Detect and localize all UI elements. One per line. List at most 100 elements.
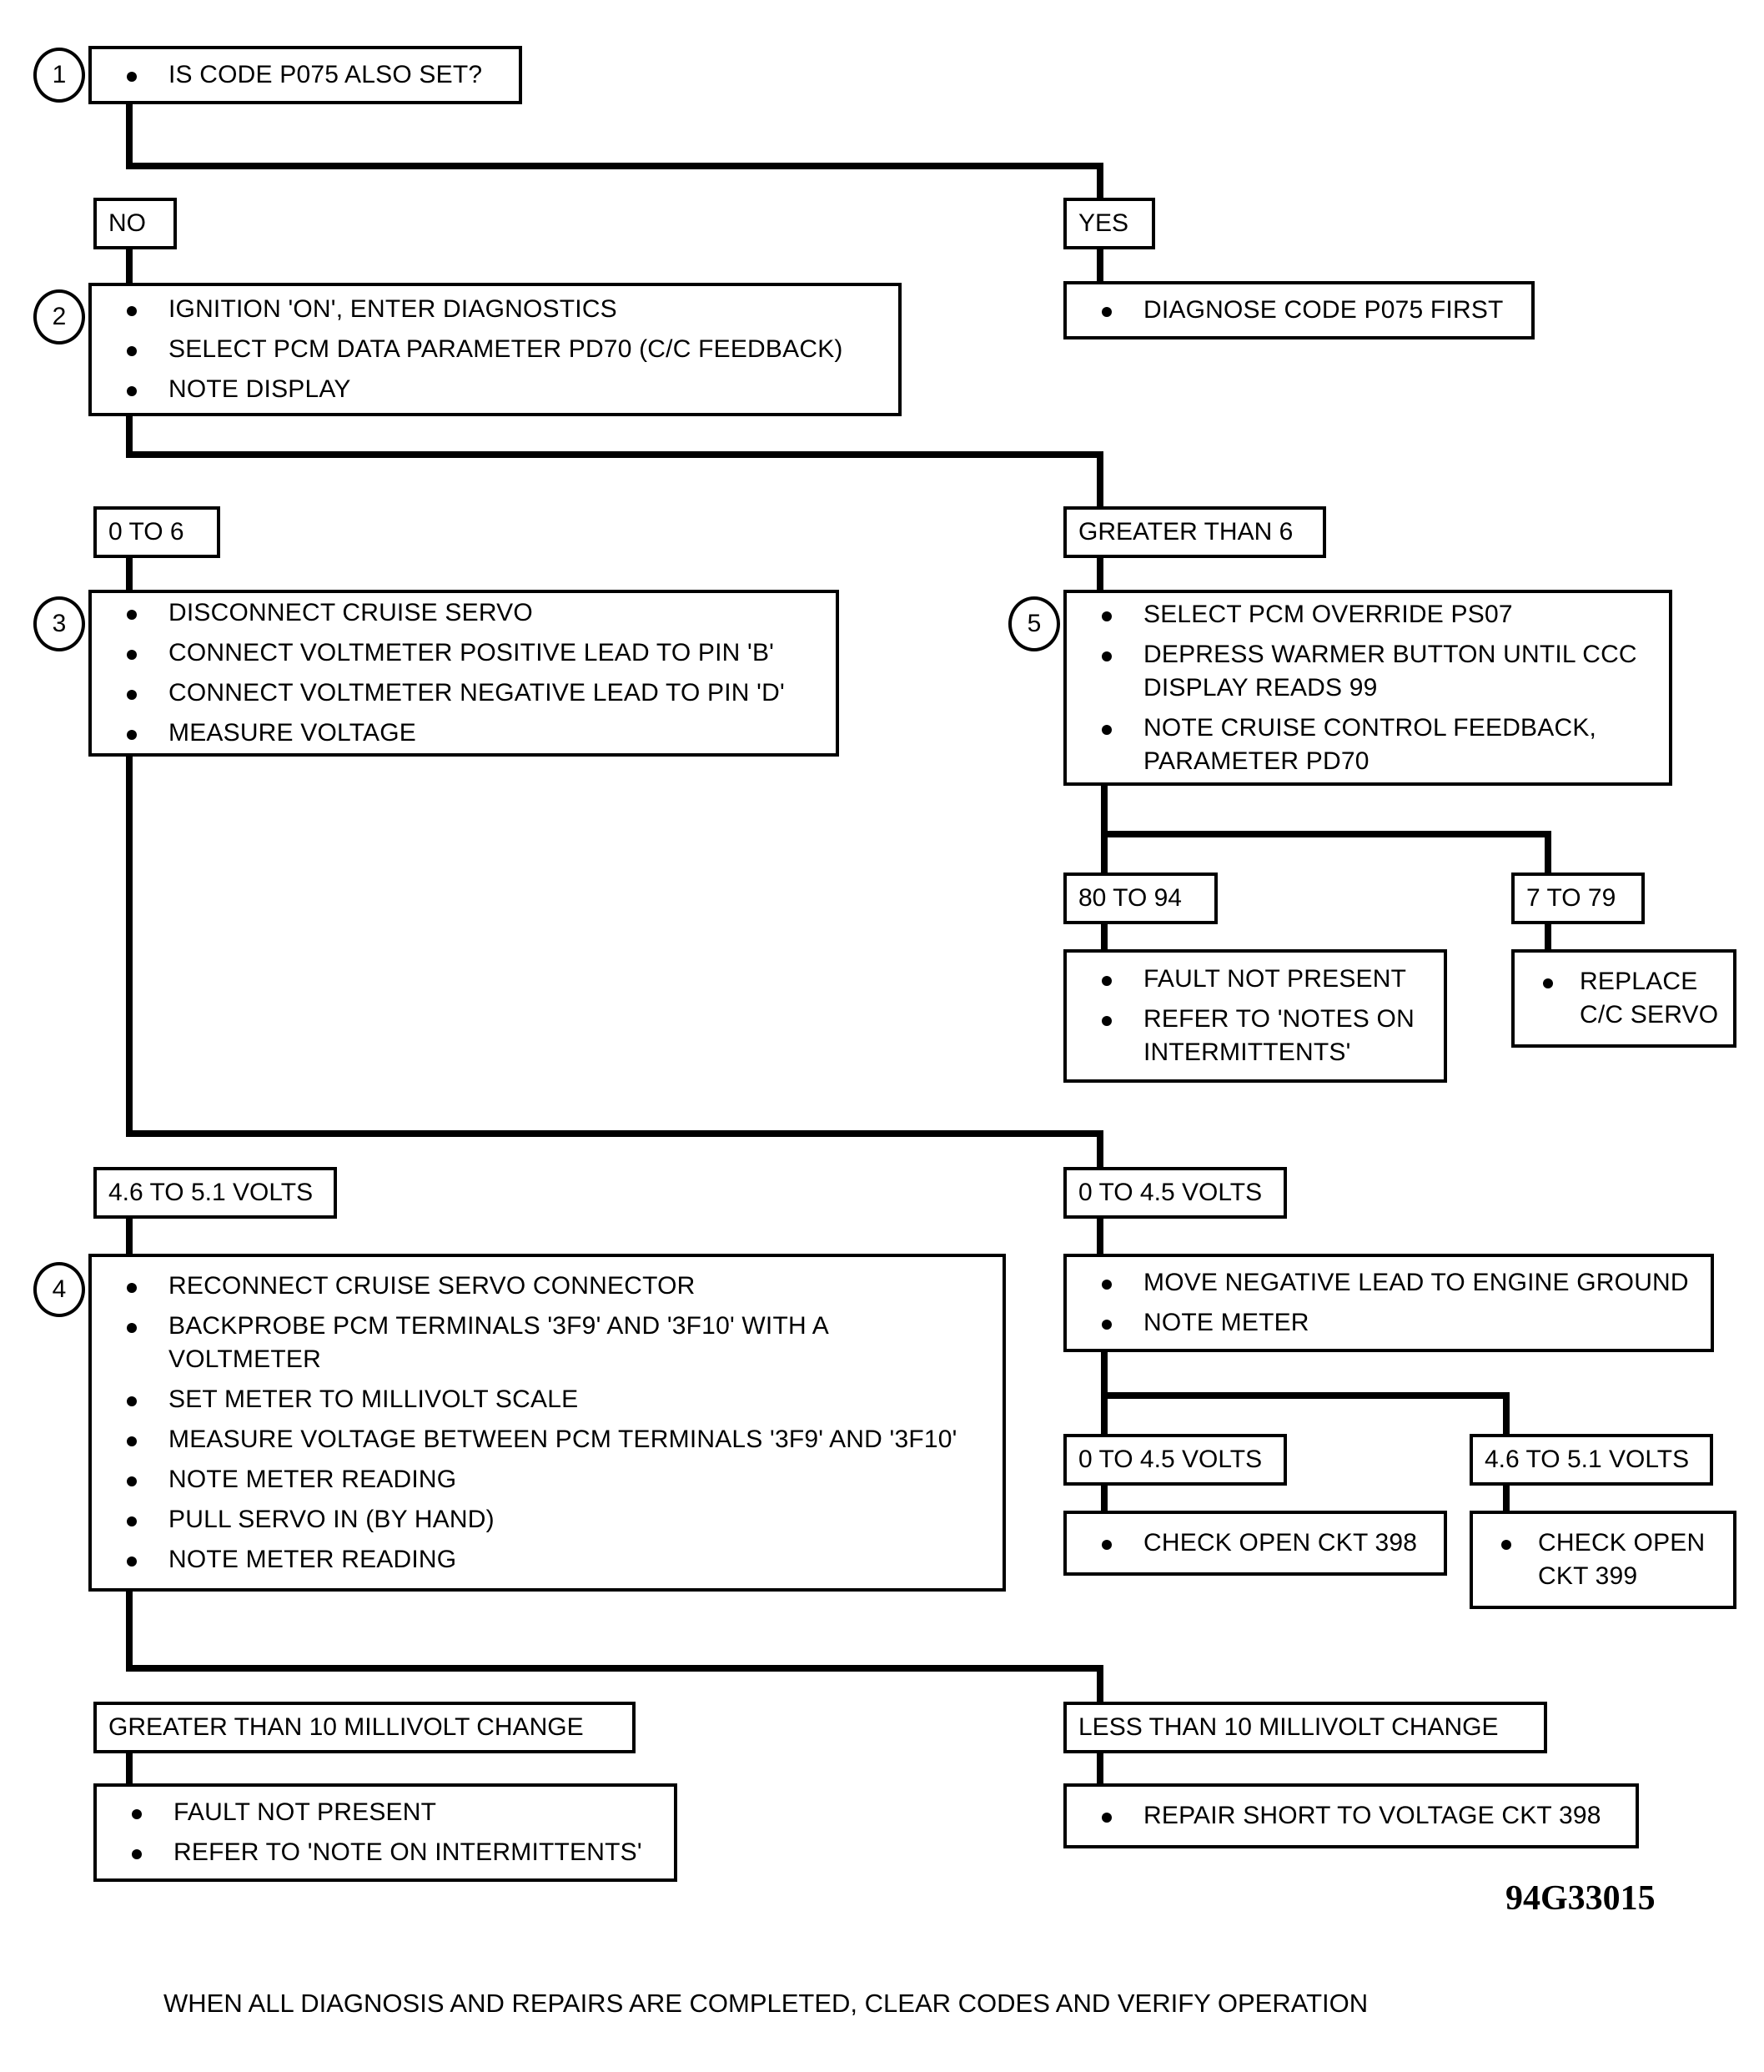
- branch-label: GREATER THAN 10 MILLIVOLT CHANGE: [108, 1713, 584, 1741]
- node-move-neg-lead-list: MOVE NEGATIVE LEAD TO ENGINE GROUND NOTE…: [1067, 1266, 1711, 1340]
- node-check-open-399-list: CHECK OPEN CKT 399: [1473, 1526, 1733, 1593]
- node-step5: SELECT PCM OVERRIDE PS07 DEPRESS WARMER …: [1063, 590, 1672, 786]
- node-branch-gt10mv: GREATER THAN 10 MILLIVOLT CHANGE: [93, 1702, 636, 1753]
- connector-v: [126, 246, 133, 283]
- node-step1-list: IS CODE P075 ALSO SET?: [92, 58, 519, 92]
- connector-h: [126, 1665, 1103, 1672]
- node-step2: IGNITION 'ON', ENTER DIAGNOSTICS SELECT …: [88, 283, 902, 416]
- connector-v: [1097, 1750, 1103, 1785]
- branch-label: LESS THAN 10 MILLIVOLT CHANGE: [1078, 1713, 1499, 1741]
- branch-label: 4.6 TO 5.1 VOLTS: [1485, 1446, 1690, 1473]
- node-replace-servo: REPLACE C/C SERVO: [1511, 949, 1736, 1048]
- node-branch-gt6: GREATER THAN 6: [1063, 506, 1326, 558]
- node-repair-short-398: REPAIR SHORT TO VOLTAGE CKT 398: [1063, 1783, 1639, 1848]
- bullet-item: NOTE METER: [1067, 1306, 1711, 1340]
- node-branch-80to94: 80 TO 94: [1063, 873, 1218, 924]
- node-diagnose-p075-list: DIAGNOSE CODE P075 FIRST: [1067, 294, 1531, 327]
- connector-v: [1503, 1482, 1510, 1512]
- bullet-item: PULL SERVO IN (BY HAND): [92, 1503, 1003, 1536]
- node-branch-46to51-a: 4.6 TO 5.1 VOLTS: [93, 1167, 337, 1219]
- node-check-open-399: CHECK OPEN CKT 399: [1470, 1511, 1736, 1609]
- step-number-1: 1: [33, 48, 85, 103]
- node-check-open-398-list: CHECK OPEN CKT 398: [1067, 1526, 1444, 1560]
- connector-v: [1101, 1482, 1108, 1512]
- bullet-item: MEASURE VOLTAGE: [92, 717, 836, 750]
- node-branch-yes: YES: [1063, 198, 1155, 249]
- connector-v: [1097, 1665, 1103, 1703]
- connector-v: [126, 1215, 133, 1255]
- node-replace-servo-list: REPLACE C/C SERVO: [1515, 965, 1733, 1032]
- connector-v: [1097, 555, 1103, 591]
- connector-h: [126, 451, 1103, 458]
- node-step2-list: IGNITION 'ON', ENTER DIAGNOSTICS SELECT …: [92, 293, 898, 406]
- branch-label: YES: [1078, 209, 1129, 237]
- connector-v: [1097, 1215, 1103, 1255]
- bullet-item: CONNECT VOLTMETER NEGATIVE LEAD TO PIN '…: [92, 676, 836, 710]
- node-branch-lt10mv: LESS THAN 10 MILLIVOLT CHANGE: [1063, 1702, 1547, 1753]
- bullet-item: MEASURE VOLTAGE BETWEEN PCM TERMINALS '3…: [92, 1423, 1003, 1456]
- branch-label: NO: [108, 209, 146, 237]
- branch-label: 4.6 TO 5.1 VOLTS: [108, 1179, 314, 1206]
- step-number-4: 4: [33, 1262, 85, 1317]
- bullet-item: FAULT NOT PRESENT: [1067, 963, 1444, 996]
- connector-v: [1545, 831, 1551, 874]
- branch-label: 0 TO 4.5 VOLTS: [1078, 1446, 1263, 1473]
- bullet-item: DIAGNOSE CODE P075 FIRST: [1067, 294, 1531, 327]
- bullet-item: FAULT NOT PRESENT: [97, 1796, 674, 1829]
- node-branch-46to51-b: 4.6 TO 5.1 VOLTS: [1470, 1434, 1713, 1486]
- node-branch-0to45-b: 0 TO 4.5 VOLTS: [1063, 1434, 1287, 1486]
- connector-h: [1101, 1392, 1510, 1399]
- connector-v: [1097, 163, 1103, 198]
- node-branch-no: NO: [93, 198, 177, 249]
- connector-v: [1097, 246, 1103, 283]
- bullet-item: SET METER TO MILLIVOLT SCALE: [92, 1383, 1003, 1416]
- connector-v: [1101, 831, 1108, 874]
- node-step4-list: RECONNECT CRUISE SERVO CONNECTOR BACKPRO…: [92, 1270, 1003, 1577]
- node-check-open-398: CHECK OPEN CKT 398: [1063, 1511, 1447, 1576]
- bullet-item: CONNECT VOLTMETER POSITIVE LEAD TO PIN '…: [92, 636, 836, 670]
- bullet-item: NOTE METER READING: [92, 1463, 1003, 1496]
- branch-label: 80 TO 94: [1078, 884, 1182, 912]
- step-number-3: 3: [33, 596, 85, 651]
- connector-h: [126, 163, 1103, 169]
- node-step5-list: SELECT PCM OVERRIDE PS07 DEPRESS WARMER …: [1067, 598, 1669, 778]
- node-step1: IS CODE P075 ALSO SET?: [88, 46, 522, 104]
- node-step3-list: DISCONNECT CRUISE SERVO CONNECT VOLTMETE…: [92, 596, 836, 750]
- connector-v: [126, 416, 133, 456]
- bullet-item: REFER TO 'NOTE ON INTERMITTENTS': [97, 1836, 674, 1869]
- connector-v: [126, 1750, 133, 1785]
- connector-v: [1101, 1392, 1108, 1436]
- connector-v: [1097, 451, 1103, 510]
- node-fault-not-present-b: FAULT NOT PRESENT REFER TO 'NOTE ON INTE…: [93, 1783, 677, 1882]
- step-number-5: 5: [1008, 596, 1060, 651]
- bullet-item: REPLACE C/C SERVO: [1515, 965, 1733, 1032]
- node-step3: DISCONNECT CRUISE SERVO CONNECT VOLTMETE…: [88, 590, 839, 757]
- connector-v: [1101, 782, 1108, 837]
- connector-v: [126, 753, 133, 1137]
- node-branch-7to79: 7 TO 79: [1511, 873, 1645, 924]
- node-fault-not-present-a-list: FAULT NOT PRESENT REFER TO 'NOTES ON INT…: [1067, 963, 1444, 1069]
- bullet-item: IGNITION 'ON', ENTER DIAGNOSTICS: [92, 293, 898, 326]
- connector-v: [1097, 1130, 1103, 1169]
- node-step4: RECONNECT CRUISE SERVO CONNECTOR BACKPRO…: [88, 1254, 1006, 1592]
- branch-label: 7 TO 79: [1526, 884, 1616, 912]
- node-fault-not-present-b-list: FAULT NOT PRESENT REFER TO 'NOTE ON INTE…: [97, 1796, 674, 1869]
- branch-label: 0 TO 6: [108, 518, 184, 546]
- connector-v: [126, 555, 133, 591]
- branch-label: 0 TO 4.5 VOLTS: [1078, 1179, 1263, 1206]
- step-number-2: 2: [33, 289, 85, 344]
- connector-v: [1503, 1392, 1510, 1436]
- bullet-item: RECONNECT CRUISE SERVO CONNECTOR: [92, 1270, 1003, 1303]
- node-move-neg-lead: MOVE NEGATIVE LEAD TO ENGINE GROUND NOTE…: [1063, 1254, 1714, 1352]
- bullet-item: NOTE CRUISE CONTROL FEEDBACK, PARAMETER …: [1067, 712, 1669, 778]
- branch-label: GREATER THAN 6: [1078, 518, 1294, 546]
- bullet-item: BACKPROBE PCM TERMINALS '3F9' AND '3F10'…: [92, 1310, 1003, 1376]
- bullet-item: NOTE DISPLAY: [92, 373, 898, 406]
- node-repair-short-398-list: REPAIR SHORT TO VOLTAGE CKT 398: [1067, 1799, 1636, 1833]
- connector-v: [1101, 921, 1108, 951]
- bullet-item: NOTE METER READING: [92, 1543, 1003, 1577]
- connector-h: [1101, 831, 1551, 837]
- footer-note: WHEN ALL DIAGNOSIS AND REPAIRS ARE COMPL…: [163, 1989, 1369, 2018]
- connector-v: [126, 104, 133, 168]
